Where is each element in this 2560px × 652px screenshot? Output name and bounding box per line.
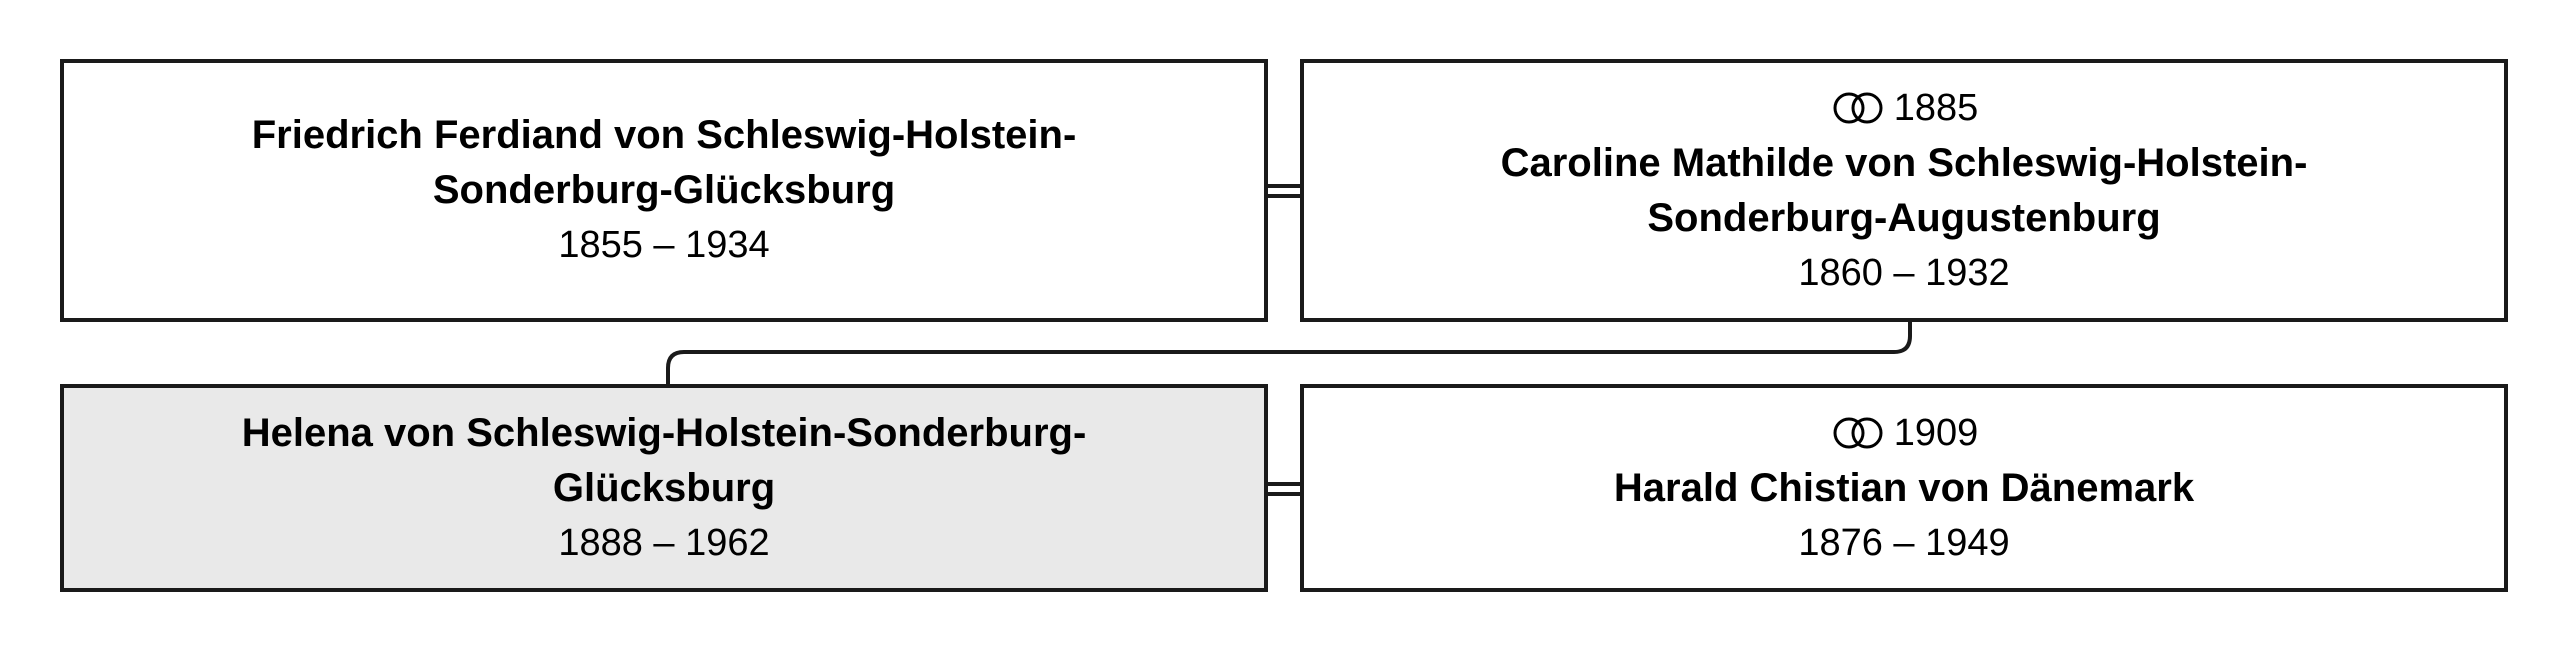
descent-line <box>666 320 1912 386</box>
marriage-year: 1909 <box>1893 411 1979 454</box>
marriage-info: 1909 <box>1830 406 1979 461</box>
person-dates: 1860 – 1932 <box>1798 251 2010 294</box>
person-box-child[interactable]: Helena von Schleswig-Holstein-Sonderburg… <box>60 384 1268 592</box>
person-dates: 1876 – 1949 <box>1798 521 2010 564</box>
marriage-year: 1885 <box>1893 86 1979 129</box>
person-box-father[interactable]: Friedrich Ferdiand von Schleswig-Holstei… <box>60 59 1268 322</box>
person-dates: 1855 – 1934 <box>558 224 770 266</box>
person-name: Harald Chistian von Dänemark <box>1613 465 2195 510</box>
person-box-mother[interactable]: 1885 Caroline Mathilde von Schleswig-Hol… <box>1300 59 2508 322</box>
wedding-rings-icon <box>1833 92 1883 124</box>
person-box-spouse[interactable]: 1909 Harald Chistian von Dänemark 1876 –… <box>1300 384 2508 592</box>
wedding-rings-icon <box>1833 417 1883 449</box>
person-dates: 1888 – 1962 <box>558 521 770 564</box>
person-name: Caroline Mathilde von Schleswig-Holstein… <box>1500 140 2308 240</box>
person-name: Helena von Schleswig-Holstein-Sonderburg… <box>241 410 1087 510</box>
person-name: Friedrich Ferdiand von Schleswig-Holstei… <box>251 113 1077 212</box>
marriage-info: 1885 <box>1830 81 1979 136</box>
